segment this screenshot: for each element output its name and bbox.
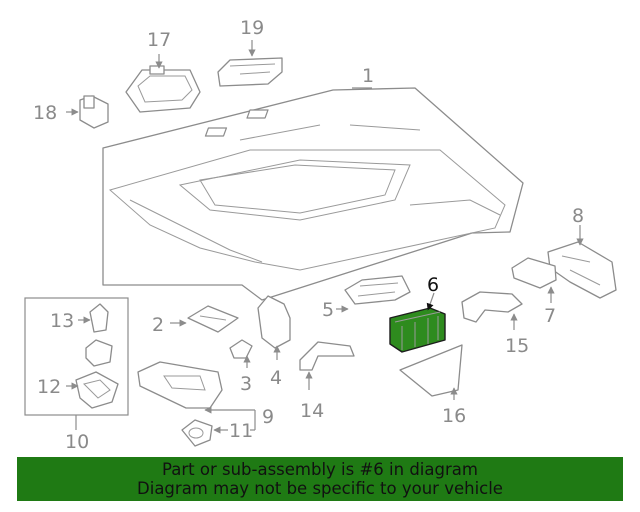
callout-7: 7 (544, 305, 556, 327)
callout-15: 15 (505, 335, 529, 357)
callout-5: 5 (322, 299, 334, 321)
callout-3: 3 (240, 373, 252, 395)
highlighted-part-6[interactable] (389, 307, 446, 353)
callout-16: 16 (442, 405, 466, 427)
part-info-banner: Part or sub-assembly is #6 in diagram Di… (17, 457, 623, 501)
clip-part-18 (79, 95, 109, 129)
callout-12: 12 (37, 376, 61, 398)
grab-handle-part-15 (461, 291, 523, 323)
callout-13: 13 (50, 310, 74, 332)
insulator-part-16 (399, 344, 463, 397)
clip-part-13 (85, 303, 113, 367)
parts-diagram: 1 17 19 18 8 7 5 6 (24, 17, 617, 453)
callout-10: 10 (65, 431, 89, 453)
headliner-part (102, 87, 524, 301)
banner-line-2: Diagram may not be specific to your vehi… (137, 479, 503, 498)
pillar-trim-part-8 (547, 241, 617, 299)
trim-piece-19 (217, 57, 283, 87)
bracket-part-5 (344, 275, 411, 305)
callout-9: 9 (262, 406, 274, 428)
callout-4: 4 (270, 367, 282, 389)
bracket-part-4 (257, 295, 291, 349)
callout-19: 19 (240, 17, 264, 39)
holder-part-11 (181, 419, 213, 447)
callout-2: 2 (152, 314, 164, 336)
lamp-part-12 (75, 371, 119, 409)
callout-6[interactable]: 6 (427, 274, 439, 296)
bracket-part-7 (511, 257, 557, 289)
clip-part-3 (229, 339, 253, 359)
callout-14: 14 (300, 400, 324, 422)
sun-visor-part-9 (137, 361, 223, 409)
pad-part-2 (187, 305, 239, 333)
callout-1: 1 (362, 65, 374, 87)
grab-handle-part-14 (299, 341, 355, 371)
callout-8: 8 (572, 205, 584, 227)
overhead-console-part (125, 65, 201, 113)
banner-line-1: Part or sub-assembly is #6 in diagram (162, 460, 478, 479)
callout-17: 17 (147, 29, 171, 51)
callout-18: 18 (33, 102, 57, 124)
callout-11: 11 (229, 420, 253, 442)
